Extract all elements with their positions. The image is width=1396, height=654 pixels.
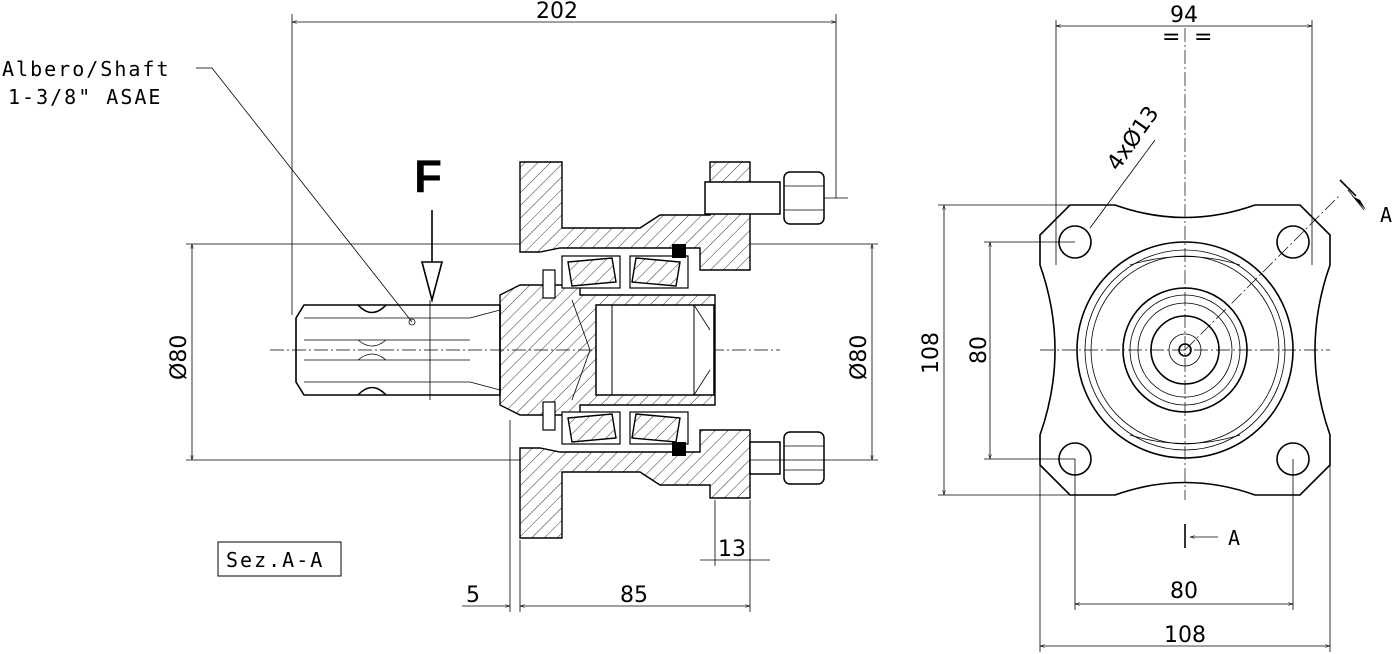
shaft-leader bbox=[211, 67, 413, 323]
section-mark-top: A bbox=[1380, 203, 1394, 227]
holes-label: 4xØ13 bbox=[1102, 102, 1164, 176]
shaft-center bbox=[1178, 343, 1192, 357]
bearing-upper bbox=[542, 244, 689, 299]
front-flange bbox=[1039, 204, 1331, 496]
shaft-label-line1: Albero/Shaft bbox=[2, 57, 171, 81]
stud-lower bbox=[749, 431, 825, 485]
dim-hub-diameter: Ø80 bbox=[847, 335, 872, 380]
dim-shaft-diameter: Ø80 bbox=[167, 335, 192, 380]
dim-front-height-outer: 108 bbox=[919, 332, 944, 374]
dim-rear-flange: 13 bbox=[718, 537, 746, 562]
hub-bore bbox=[595, 304, 715, 396]
force-label: F bbox=[414, 150, 442, 202]
shaft bbox=[295, 300, 501, 400]
equal-right: = bbox=[1194, 25, 1212, 50]
dim-flange-offset: 5 bbox=[466, 583, 480, 608]
section-label-box bbox=[217, 541, 342, 577]
equal-left: = bbox=[1162, 25, 1180, 50]
dim-hub-length: 85 bbox=[620, 583, 648, 608]
dim-front-height-holes: 80 bbox=[967, 336, 992, 364]
hub-ring-outer bbox=[1076, 241, 1294, 459]
dim-front-width-outer: 108 bbox=[1164, 623, 1206, 648]
bolt-hole-tr bbox=[1276, 225, 1310, 259]
section-mark-bottom: A bbox=[1228, 526, 1242, 550]
side-view: F Albero/Shaft 1-3/8" ASAE Sez.A-A 202 Ø… bbox=[2, 0, 878, 612]
housing-upper bbox=[519, 161, 751, 271]
bearing-lower bbox=[542, 401, 689, 456]
dim-overall-length: 202 bbox=[536, 0, 578, 24]
dim-front-width-top: 94 bbox=[1170, 3, 1198, 28]
spline-ring bbox=[1150, 315, 1220, 385]
shaft-label-line2: 1-3/8" ASAE bbox=[8, 85, 162, 109]
stud-upper bbox=[704, 171, 848, 225]
housing-lower bbox=[519, 429, 751, 539]
dim-front-width-holes: 80 bbox=[1170, 579, 1198, 604]
front-view: A A 4xØ13 94 = = 108 80 80 108 bbox=[919, 3, 1394, 652]
force-arrow bbox=[420, 210, 444, 304]
section-label: Sez.A-A bbox=[226, 548, 324, 572]
hub-ring-mid bbox=[1122, 287, 1248, 413]
